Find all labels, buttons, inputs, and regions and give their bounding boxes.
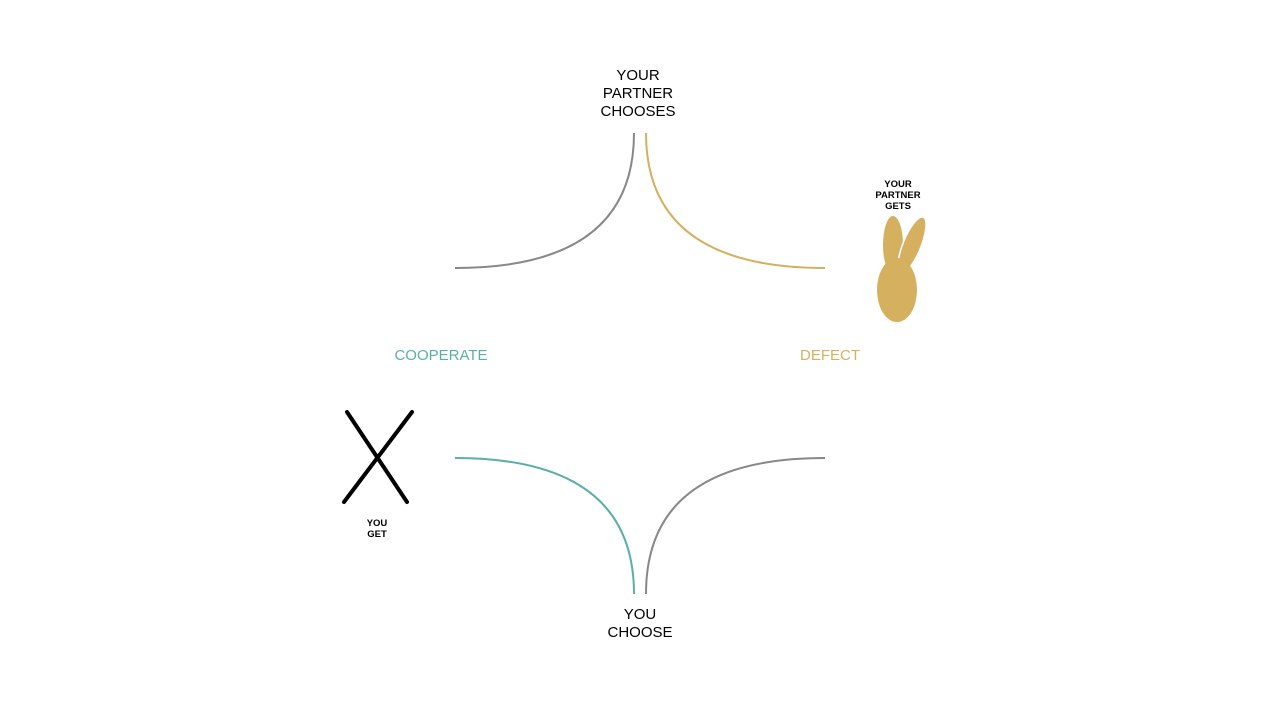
arc-partner-cooperate xyxy=(454,132,635,269)
arc-you-cooperate xyxy=(454,457,635,595)
you-get-label: YOU GET xyxy=(366,518,388,540)
partner-gets-label: YOUR PARTNER GETS xyxy=(875,179,921,212)
you-choose-label: YOU CHOOSE xyxy=(607,606,673,641)
rabbit-icon xyxy=(877,216,927,322)
arc-you-defect xyxy=(645,457,826,595)
cooperate-option[interactable]: COOPERATE xyxy=(394,347,488,364)
defect-option[interactable]: DEFECT xyxy=(800,347,860,364)
cross-icon xyxy=(342,410,414,504)
arc-partner-defect xyxy=(645,132,826,269)
partner-chooses-label: YOUR PARTNER CHOOSES xyxy=(600,67,676,120)
